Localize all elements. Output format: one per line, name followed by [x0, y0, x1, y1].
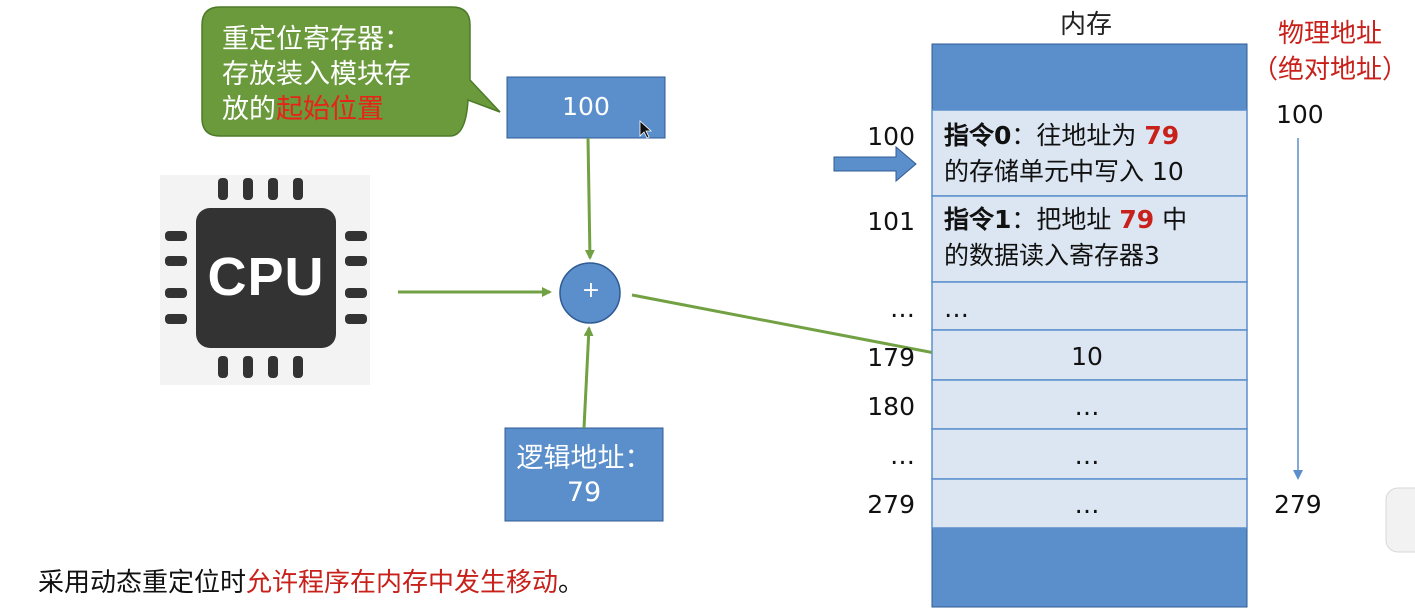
- logical-address-text: 逻辑地址： 79: [505, 442, 663, 510]
- memory-address: 179: [867, 343, 915, 372]
- arrow-adder-to-memory: [631, 293, 942, 358]
- callout-line-1: 重定位寄存器：: [222, 24, 411, 55]
- instruction-1-text: ：把地址: [1011, 205, 1120, 234]
- physical-address-start: 100: [1276, 100, 1324, 129]
- memory-cell-ellipsis: …: [944, 294, 969, 323]
- caption-suffix: 。: [558, 568, 585, 598]
- memory-address: 100: [867, 122, 915, 151]
- relocation-register-box: [506, 76, 666, 139]
- scroll-handle[interactable]: [1385, 487, 1415, 553]
- logical-address-value: 79: [566, 477, 602, 508]
- memory-column: [931, 43, 1248, 608]
- instruction-1-address: 79: [1119, 205, 1155, 234]
- physical-address-title: 物理地址: [1277, 19, 1382, 49]
- instruction-1-text-b: 中: [1154, 205, 1188, 234]
- adder-symbol: +: [581, 278, 601, 303]
- memory-cell-instruction-0: 指令0：往地址为 79 的存储单元中写入 10: [944, 118, 1184, 190]
- arrow-logical-to-adder: [582, 326, 594, 429]
- memory-cell-179: 10: [1071, 342, 1103, 371]
- cursor-icon: [639, 120, 653, 139]
- memory-address: 101: [867, 207, 915, 236]
- instruction-0-address: 79: [1144, 121, 1180, 150]
- callout-bubble: [201, 6, 501, 137]
- absolute-address-title: （绝对地址）: [1251, 55, 1408, 85]
- memory-address: 279: [867, 490, 915, 519]
- arrow-register-to-adder: [584, 137, 595, 260]
- instruction-0-label: 指令0: [944, 121, 1012, 150]
- memory-cell-279: …: [1074, 490, 1100, 519]
- instruction-0-text: ：往地址为: [1011, 121, 1145, 150]
- cpu-chip-icon: [160, 175, 370, 385]
- instruction-1-label: 指令1: [944, 205, 1012, 234]
- physical-address-label: 物理地址 （绝对地址）: [1250, 16, 1410, 88]
- adder-circle: [559, 262, 621, 324]
- memory-title: 内存: [1060, 10, 1113, 40]
- callout-line-2: 存放装入模块存: [222, 59, 411, 90]
- logical-address-label: 逻辑地址：: [516, 443, 652, 474]
- callout-line-3: 放的起始位置: [222, 92, 452, 127]
- memory-cell-instruction-1: 指令1：把地址 79 中 的数据读入寄存器3: [944, 202, 1187, 274]
- memory-address: …: [890, 294, 915, 323]
- cpu-label: CPU: [207, 247, 325, 307]
- instruction-1-line-2: 的数据读入寄存器3: [944, 241, 1160, 270]
- instruction-0-line-2: 的存储单元中写入 10: [944, 157, 1184, 186]
- pc-block-arrow: [833, 145, 917, 183]
- memory-cell-180: …: [1074, 392, 1100, 421]
- callout-text: 重定位寄存器： 存放装入模块存 放的起始位置: [222, 22, 452, 127]
- memory-cell-ellipsis: …: [1074, 441, 1100, 470]
- caption: 采用动态重定位时允许程序在内存中发生移动。: [38, 562, 584, 599]
- callout-line-3-prefix: 放的: [222, 94, 276, 125]
- callout-highlight: 起始位置: [276, 94, 384, 125]
- caption-prefix: 采用动态重定位时: [38, 568, 247, 598]
- memory-address: 180: [867, 392, 915, 421]
- physical-address-end: 279: [1274, 490, 1322, 519]
- memory-address: …: [890, 441, 915, 470]
- caption-highlight: 允许程序在内存中发生移动: [246, 568, 559, 598]
- relocation-register-value: 100: [562, 92, 610, 121]
